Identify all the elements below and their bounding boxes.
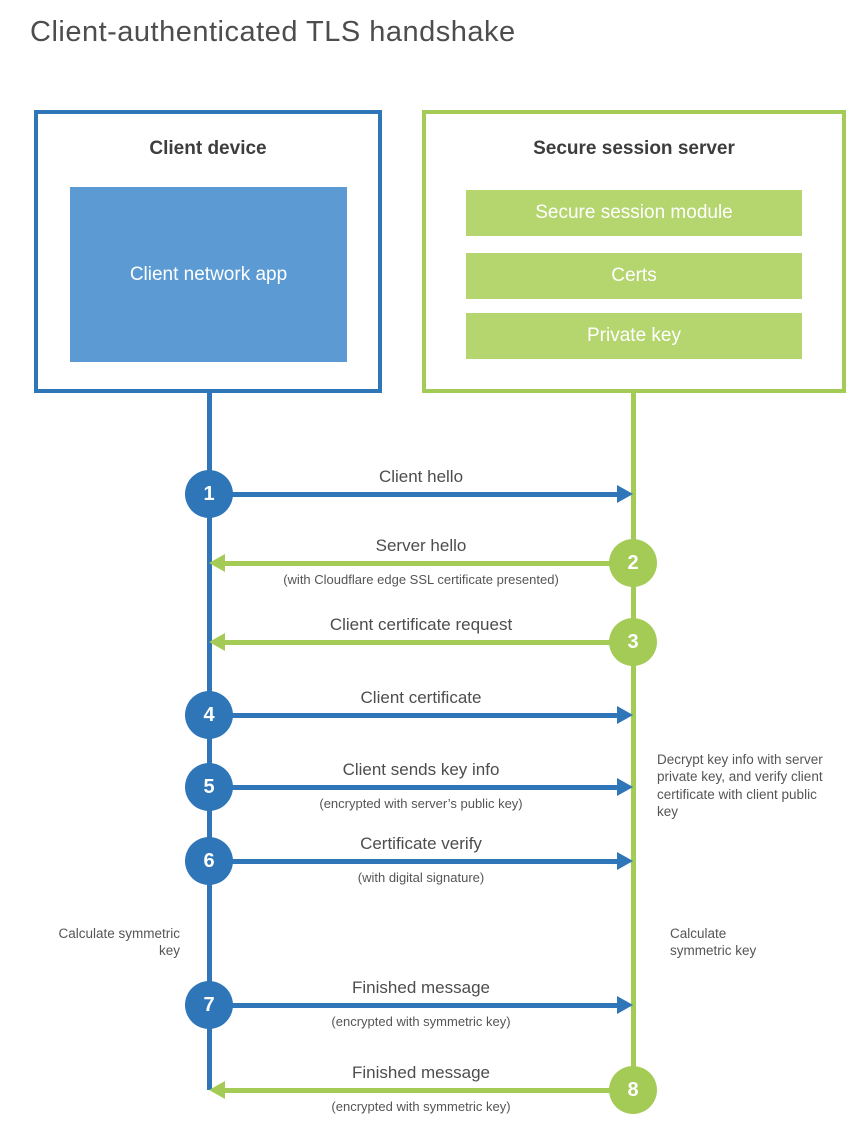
step-8-marker: 8 [609, 1066, 657, 1114]
arrow-right-icon [617, 706, 633, 724]
step-7-label: Finished message [352, 978, 490, 997]
step-4-marker: 4 [185, 691, 233, 739]
step-4-label: Client certificate [360, 688, 482, 707]
step-5-sublabel: (encrypted with server’s public key) [319, 796, 523, 811]
certs-block: Certs [466, 253, 802, 299]
step-8-line [224, 1087, 613, 1093]
client-device-box: Client device Client network app [34, 110, 382, 393]
calculate-symmetric-key-note-server: Calculate symmetric key [670, 926, 757, 959]
step-2-line [224, 560, 613, 566]
step-1-line [229, 491, 619, 497]
arrow-right-icon [617, 996, 633, 1014]
step-6-sublabel: (with digital signature) [357, 870, 485, 885]
arrow-left-icon [209, 554, 225, 572]
step-5-marker: 5 [185, 763, 233, 811]
step-2-marker: 2 [609, 539, 657, 587]
step-7-sublabel: (encrypted with symmetric key) [331, 1014, 511, 1029]
arrow-left-icon [209, 1081, 225, 1099]
secure-session-module-block: Secure session module [466, 190, 802, 236]
step-2-label: Server hello [375, 536, 467, 555]
client-device-title: Client device [149, 138, 267, 159]
step-3-label: Client certificate request [329, 615, 513, 634]
client-lifeline [207, 393, 212, 1090]
arrow-right-icon [617, 852, 633, 870]
arrow-left-icon [209, 633, 225, 651]
step-3-line [224, 639, 613, 645]
arrow-right-icon [617, 778, 633, 796]
step-7-marker: 7 [185, 981, 233, 1029]
step-5-label: Client sends key info [342, 760, 500, 779]
decrypt-note: Decrypt key info with server private key… [657, 752, 823, 819]
step-1-label: Client hello [378, 467, 464, 486]
client-network-app-label: Client network app [129, 263, 288, 285]
private-key-block: Private key [466, 313, 802, 359]
client-network-app-block: Client network app [70, 187, 347, 362]
step-4-line [229, 712, 619, 718]
secure-session-server-box: Secure session server Secure session mod… [422, 110, 846, 393]
calculate-symmetric-key-note-client: Calculate symmetric key [58, 926, 180, 959]
step-5-line [229, 784, 619, 790]
step-8-label: Finished message [352, 1063, 490, 1082]
step-7-line [229, 1002, 619, 1008]
step-1-marker: 1 [185, 470, 233, 518]
step-6-label: Certificate verify [360, 834, 482, 853]
step-3-marker: 3 [609, 618, 657, 666]
arrow-right-icon [617, 485, 633, 503]
server-lifeline [631, 393, 636, 1093]
step-6-marker: 6 [185, 837, 233, 885]
page-title: Client-authenticated TLS handshake [30, 16, 516, 48]
step-2-sublabel: (with Cloudflare edge SSL certificate pr… [283, 572, 559, 587]
step-6-line [229, 858, 619, 864]
secure-session-server-title: Secure session server [533, 138, 735, 159]
step-8-sublabel: (encrypted with symmetric key) [331, 1099, 511, 1114]
